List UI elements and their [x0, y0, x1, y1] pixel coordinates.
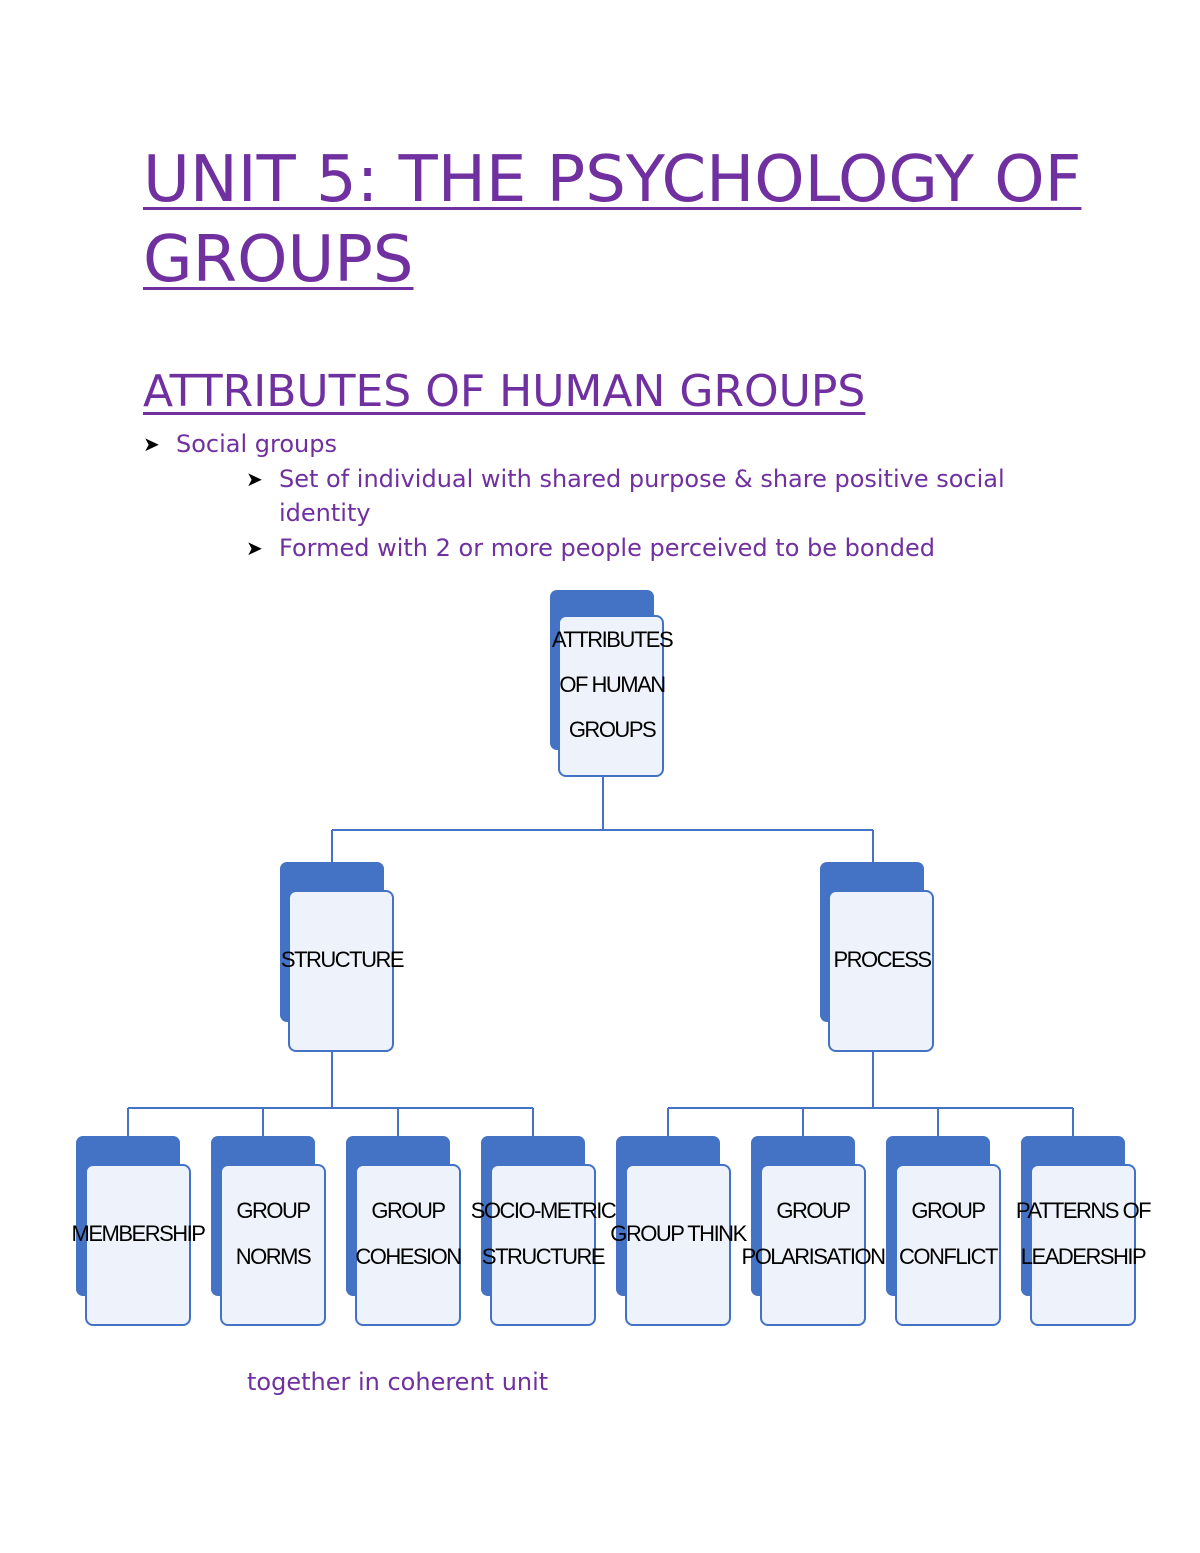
node-patterns-of-leadership: PATTERNS OF LEADERSHIP	[1016, 1136, 1153, 1326]
node-box	[760, 1164, 866, 1326]
node-group-polarisation: GROUP POLARISATION	[742, 1136, 887, 1326]
bullet-list: ➤ Social groups ➤ Set of individual with…	[143, 427, 1043, 565]
node-label: GROUP	[371, 1198, 445, 1223]
bullet-text: Social groups	[176, 430, 337, 458]
node-group-think: GROUP THINK	[610, 1136, 749, 1326]
node-socio-metric-structure: SOCIO-METRIC STRUCTURE	[471, 1136, 618, 1326]
node-label: PROCESS	[833, 947, 931, 972]
node-label: ATTRIBUTES	[552, 627, 673, 652]
node-box	[355, 1164, 461, 1326]
sub-bullet-text: Set of individual with shared purpose & …	[279, 464, 1005, 528]
arrow-bullet-icon: ➤	[143, 432, 160, 456]
node-label: PATTERNS OF	[1016, 1198, 1151, 1223]
node-label: GROUP	[911, 1198, 985, 1223]
node-box	[895, 1164, 1001, 1326]
arrow-bullet-icon: ➤	[246, 466, 263, 491]
node-membership: MEMBERSHIP	[72, 1136, 207, 1326]
node-attributes-of-human-groups: ATTRIBUTES OF HUMAN GROUPS	[550, 590, 674, 777]
section-heading: ATTRIBUTES OF HUMAN GROUPS	[143, 366, 866, 417]
node-box	[85, 1164, 191, 1326]
node-structure: STRUCTURE	[280, 862, 405, 1052]
sub-bullet-list: ➤ Set of individual with shared purpose …	[176, 462, 1043, 566]
node-label: STRUCTURE	[281, 947, 404, 972]
node-label: OF HUMAN	[559, 672, 665, 697]
continuation-text: together in coherent unit	[247, 1368, 549, 1396]
sub-bullet-item: ➤ Set of individual with shared purpose …	[246, 462, 1043, 531]
node-label: LEADERSHIP	[1021, 1244, 1146, 1269]
node-label: GROUP	[236, 1198, 310, 1223]
node-box	[558, 615, 664, 777]
node-label: SOCIO-METRIC	[471, 1198, 617, 1223]
node-label: POLARISATION	[742, 1244, 886, 1269]
node-label: MEMBERSHIP	[72, 1221, 206, 1246]
node-box	[828, 890, 934, 1052]
node-box	[625, 1164, 731, 1326]
arrow-bullet-icon: ➤	[246, 535, 263, 560]
bullet-item: ➤ Social groups ➤ Set of individual with…	[143, 427, 1043, 565]
sub-bullet-item: ➤ Formed with 2 or more people perceived…	[246, 531, 1043, 566]
node-label: STRUCTURE	[482, 1244, 605, 1269]
sub-bullet-text: Formed with 2 or more people perceived t…	[279, 533, 936, 562]
node-label: CONFLICT	[899, 1244, 998, 1269]
node-process: PROCESS	[820, 862, 934, 1052]
node-label: GROUP THINK	[610, 1221, 747, 1246]
node-label: GROUPS	[569, 717, 656, 742]
node-label: GROUP	[776, 1198, 850, 1223]
node-group-conflict: GROUP CONFLICT	[886, 1136, 1001, 1326]
node-group-cohesion: GROUP COHESION	[346, 1136, 463, 1326]
node-group-norms: GROUP NORMS	[211, 1136, 326, 1326]
node-label: COHESION	[355, 1244, 461, 1269]
node-box	[490, 1164, 596, 1326]
node-box	[288, 890, 394, 1052]
node-box	[220, 1164, 326, 1326]
page-title: UNIT 5: THE PSYCHOLOGY OF GROUPS	[143, 143, 1082, 297]
node-label: NORMS	[236, 1244, 311, 1269]
node-box	[1030, 1164, 1136, 1326]
